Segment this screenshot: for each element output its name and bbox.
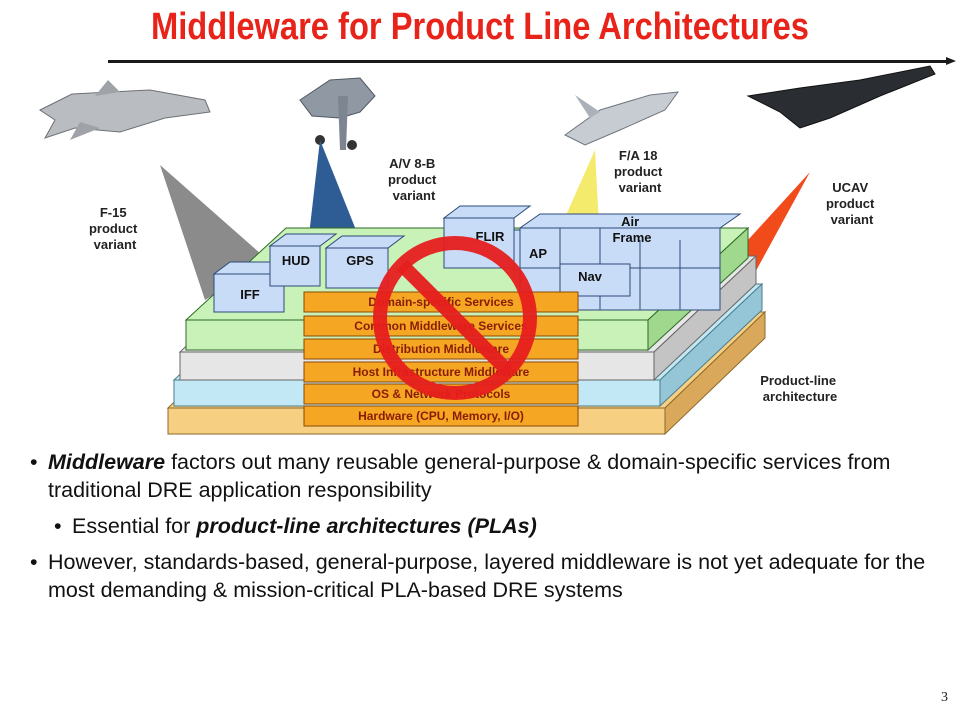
bullet-list: • Middleware factors out many reusable g… (30, 448, 945, 612)
ap-component-label: AP (529, 246, 547, 261)
bullet-1-text: factors out many reusable general-purpos… (48, 450, 891, 502)
prohibition-sign-icon (373, 236, 537, 400)
product-line-label: Product-line architecture (760, 373, 839, 404)
bullet-however: • However, standards-based, general-purp… (30, 548, 945, 604)
architecture-diagram: F-15 product variant A/V 8-B product var… (39, 65, 936, 436)
pla-term: product-line architectures (PLAs) (196, 514, 537, 538)
component-blocks (212, 205, 742, 313)
iff-component-label: IFF (240, 287, 260, 302)
bullet-dot: • (30, 450, 38, 474)
bullet-essential: • Essential for product-line architectur… (54, 512, 945, 540)
svg-text:Hardware (CPU, Memory, I/O): Hardware (CPU, Memory, I/O) (358, 409, 524, 423)
middleware-term: Middleware (48, 450, 166, 474)
hud-component-label: HUD (282, 253, 310, 268)
bullet-3-text: However, standards-based, general-purpos… (48, 550, 926, 602)
fa18-aircraft-icon (564, 91, 680, 146)
fa18-variant-label: F/A 18 product variant (614, 148, 666, 195)
bullet-middleware: • Middleware factors out many reusable g… (30, 448, 945, 504)
page-number: 3 (941, 690, 948, 705)
page-title: Middleware for Product Line Architecture… (151, 6, 809, 48)
title-underline (108, 57, 956, 65)
bullet-dot: • (30, 550, 38, 574)
layer-host-infrastructure: Host Infrastructure Middleware (303, 361, 579, 383)
bullet-2-text: Essential for (72, 514, 197, 538)
nav-component-label: Nav (578, 269, 603, 284)
f15-variant-label: F-15 product variant (89, 205, 141, 252)
flir-component-label: FLIR (476, 229, 505, 244)
f15-aircraft-icon (39, 80, 211, 140)
bullet-dot: • (54, 514, 62, 538)
av8b-aircraft-icon (299, 77, 376, 150)
av8b-variant-label: A/V 8-B product variant (388, 156, 440, 203)
svg-text:Common Middleware Services: Common Middleware Services (354, 319, 528, 333)
layer-common-middleware: Common Middleware Services (303, 315, 579, 337)
layer-distribution: Distribution Middleware (303, 338, 579, 360)
gps-component-label: GPS (346, 253, 374, 268)
layer-hardware: Hardware (CPU, Memory, I/O) (303, 405, 579, 427)
air-frame-component-label: Air Frame (612, 214, 651, 245)
ucav-variant-label: UCAV product variant (826, 180, 878, 227)
ucav-aircraft-icon (746, 65, 936, 129)
